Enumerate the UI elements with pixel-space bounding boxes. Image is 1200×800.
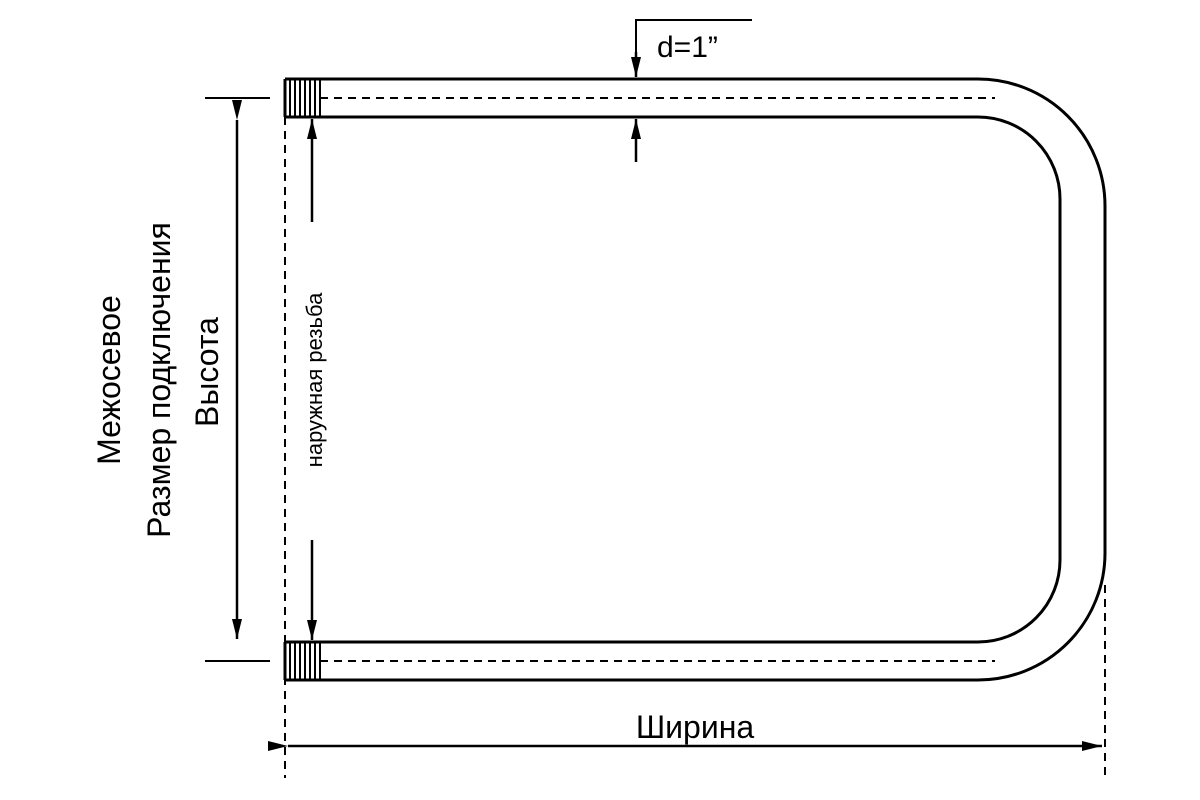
bottom-thread-hatching [289, 642, 321, 680]
center-distance-label: Межосевое [91, 295, 127, 465]
connection-size-label: Размер подключения [141, 222, 177, 538]
pipe-diameter-label: d=1” [657, 31, 718, 64]
outer-thread-label: наружная резьба [302, 292, 327, 467]
width-label: Ширина [636, 709, 755, 745]
pipe-outer-contour [285, 77, 1107, 682]
height-label: Высота [189, 317, 225, 427]
pipe-inner-contour [285, 115, 1062, 644]
top-thread-hatching [289, 79, 321, 117]
diameter-leader-line [635, 19, 752, 60]
